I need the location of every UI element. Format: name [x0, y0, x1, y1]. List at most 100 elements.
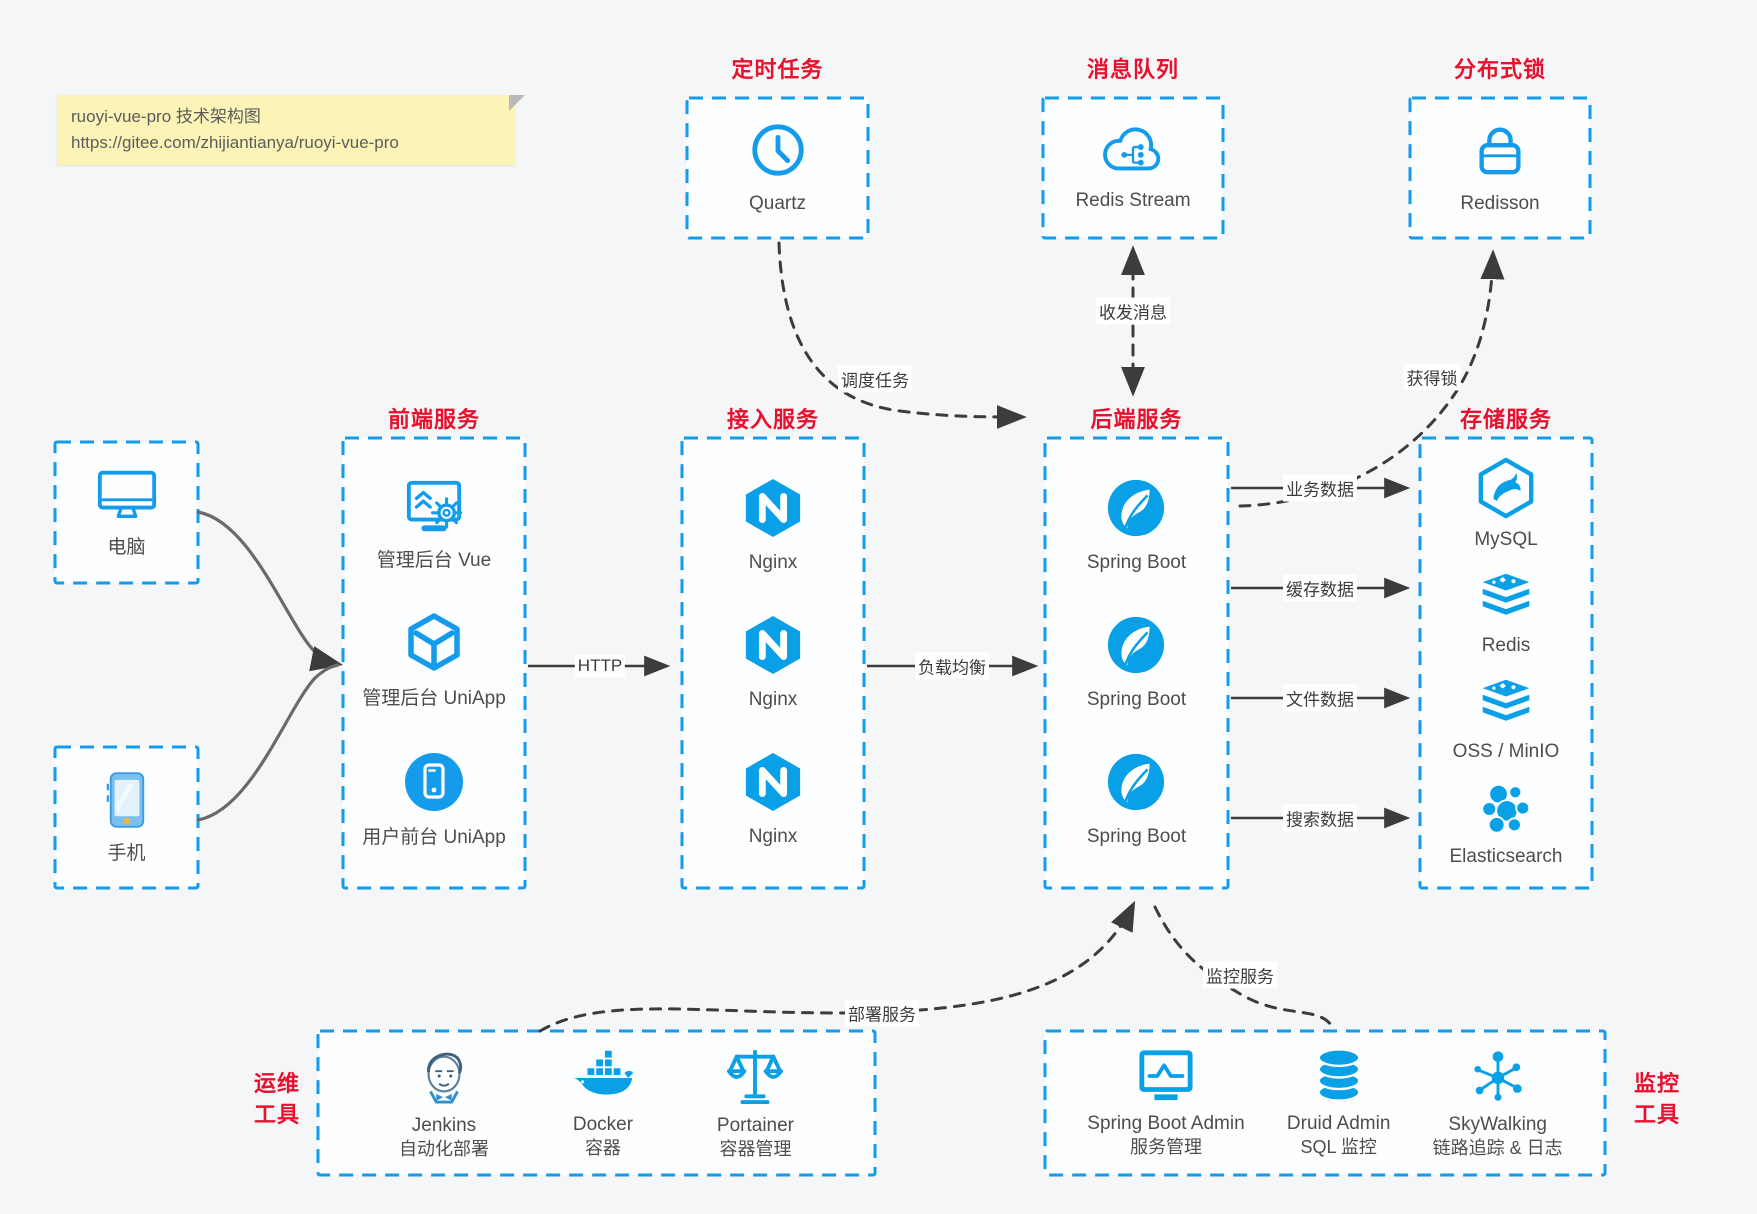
monitoring-title-line2: 工具	[1633, 1102, 1680, 1127]
node-nginx-3: Nginx	[743, 751, 803, 849]
edge-label-messages: 收发消息	[1096, 297, 1170, 325]
note-url: https://gitee.com/zhijiantianya/ruoyi-vu…	[71, 133, 399, 152]
node-label: Redisson	[1460, 193, 1540, 215]
node-quartz: Quartz	[748, 120, 808, 216]
lock-group-box: Redisson	[1410, 98, 1590, 238]
node-label: Elasticsearch	[1449, 846, 1563, 868]
node-label: SkyWalking	[1448, 1113, 1547, 1135]
node-sublabel: 服务管理	[1129, 1137, 1202, 1158]
object-storage-icon	[1477, 677, 1535, 736]
monitoring-group-title: 监控 工具	[1622, 1068, 1692, 1130]
spring-boot-icon	[1105, 751, 1167, 818]
node-label: Druid Admin	[1286, 1112, 1391, 1134]
node-label: 用户前台 UniApp	[362, 826, 506, 848]
nginx-icon	[743, 477, 803, 544]
clock-icon	[748, 120, 808, 185]
skywalking-network-icon	[1469, 1047, 1527, 1110]
edge-phone-to-frontend	[196, 663, 340, 822]
node-redis: Redis	[1477, 571, 1535, 658]
node-label: 电脑	[107, 536, 146, 558]
sticky-note: ruoyi-vue-pro 技术架构图 https://gitee.com/zh…	[57, 95, 525, 165]
node-user-uniapp: 用户前台 UniApp	[362, 750, 506, 850]
nginx-icon	[743, 751, 803, 818]
devops-title-line1: 运维	[253, 1071, 300, 1096]
cloud-stream-icon	[1098, 123, 1168, 182]
portainer-scales-icon	[726, 1046, 784, 1111]
node-label: 管理后台 Vue	[376, 549, 492, 571]
node-phone: 手机	[105, 770, 149, 866]
scheduler-group-title: 定时任务	[731, 57, 824, 82]
node-label: Redis Stream	[1075, 190, 1191, 212]
node-label: Spring Boot	[1086, 826, 1187, 848]
admin-monitor-icon	[1135, 1048, 1197, 1109]
gateway-group-box: Nginx Nginx Nginx	[682, 438, 864, 888]
node-oss-minio: OSS / MinIO	[1452, 677, 1560, 764]
edge-label-monitor: 监控服务	[1203, 961, 1277, 989]
uniapp-cube-icon	[402, 611, 466, 680]
backend-group-box: Spring Boot Spring Boot Spring Boot	[1045, 438, 1228, 888]
node-sublabel: 自动化部署	[398, 1139, 489, 1160]
node-docker: Docker 容器	[570, 1047, 636, 1160]
node-sublabel: SQL 监控	[1300, 1137, 1377, 1158]
note-title: ruoyi-vue-pro 技术架构图	[71, 107, 261, 126]
edge-label-deploy: 部署服务	[845, 999, 919, 1027]
frontend-group-title: 前端服务	[387, 407, 480, 432]
spring-boot-icon	[1105, 477, 1167, 544]
edge-label-load-balance: 负载均衡	[915, 652, 989, 680]
mq-group-box: Redis Stream	[1043, 98, 1223, 238]
node-admin-uniapp: 管理后台 UniApp	[362, 611, 506, 711]
smartphone-icon	[105, 770, 149, 835]
monitoring-title-line1: 监控	[1633, 1071, 1680, 1096]
elasticsearch-icon	[1477, 782, 1535, 841]
node-label: Nginx	[748, 552, 798, 574]
node-elasticsearch: Elasticsearch	[1450, 782, 1563, 869]
node-mysql: MySQL	[1474, 457, 1538, 552]
edge-label-acquire-lock: 获得锁	[1403, 363, 1461, 391]
admin-vue-icon	[401, 477, 467, 542]
node-label: Nginx	[748, 826, 798, 848]
node-label: Spring Boot Admin	[1087, 1112, 1245, 1134]
node-redisson: Redisson	[1460, 120, 1540, 216]
computer-icon	[94, 466, 160, 529]
lock-icon	[1472, 120, 1528, 185]
spring-boot-icon	[1105, 614, 1167, 681]
node-label: Docker	[572, 1113, 634, 1135]
devops-group-box: Jenkins 自动化部署 Docker 容器	[318, 1031, 875, 1175]
node-sublabel: 容器管理	[719, 1139, 792, 1160]
node-label: 手机	[107, 842, 146, 864]
node-druid-admin: Druid Admin SQL 监控	[1286, 1048, 1391, 1159]
gateway-group-title: 接入服务	[726, 407, 819, 432]
edge-label-schedule: 调度任务	[838, 365, 912, 393]
phone-client-box: 手机	[55, 747, 198, 888]
node-springboot-3: Spring Boot	[1087, 751, 1186, 849]
node-label: Redis	[1481, 634, 1531, 656]
node-label: 管理后台 UniApp	[362, 688, 506, 710]
node-sublabel: 链路追踪 & 日志	[1432, 1138, 1563, 1159]
mq-group-title: 消息队列	[1086, 57, 1179, 82]
node-label: Spring Boot	[1086, 689, 1187, 711]
node-label: OSS / MinIO	[1452, 740, 1560, 762]
edge-label-file-data: 文件数据	[1283, 684, 1357, 712]
node-label: Jenkins	[411, 1114, 477, 1136]
node-redis-stream: Redis Stream	[1075, 123, 1191, 213]
node-spring-boot-admin: Spring Boot Admin 服务管理	[1087, 1048, 1245, 1159]
node-sublabel: 容器	[584, 1138, 621, 1159]
edge-label-biz-data: 业务数据	[1283, 474, 1357, 502]
node-label: MySQL	[1474, 529, 1538, 550]
node-label: Portainer	[716, 1114, 795, 1136]
monitoring-group-box: Spring Boot Admin 服务管理 Druid Admin SQL 监…	[1045, 1031, 1605, 1175]
node-skywalking: SkyWalking 链路追踪 & 日志	[1433, 1047, 1563, 1160]
node-admin-vue: 管理后台 Vue	[377, 477, 491, 573]
node-portainer: Portainer 容器管理	[717, 1046, 794, 1161]
user-app-icon	[402, 750, 466, 819]
mysql-icon	[1475, 457, 1537, 524]
edge-pc-to-frontend	[196, 510, 344, 672]
database-icon	[1312, 1048, 1366, 1109]
node-nginx-2: Nginx	[743, 614, 803, 712]
node-label: Quartz	[748, 193, 807, 215]
lock-group-title: 分布式锁	[1453, 57, 1546, 82]
edge-label-http: HTTP	[574, 655, 626, 677]
node-pc: 电脑	[94, 466, 160, 560]
node-label: Spring Boot	[1086, 552, 1187, 574]
frontend-group-box: 管理后台 Vue 管理后台 UniApp	[343, 438, 525, 888]
